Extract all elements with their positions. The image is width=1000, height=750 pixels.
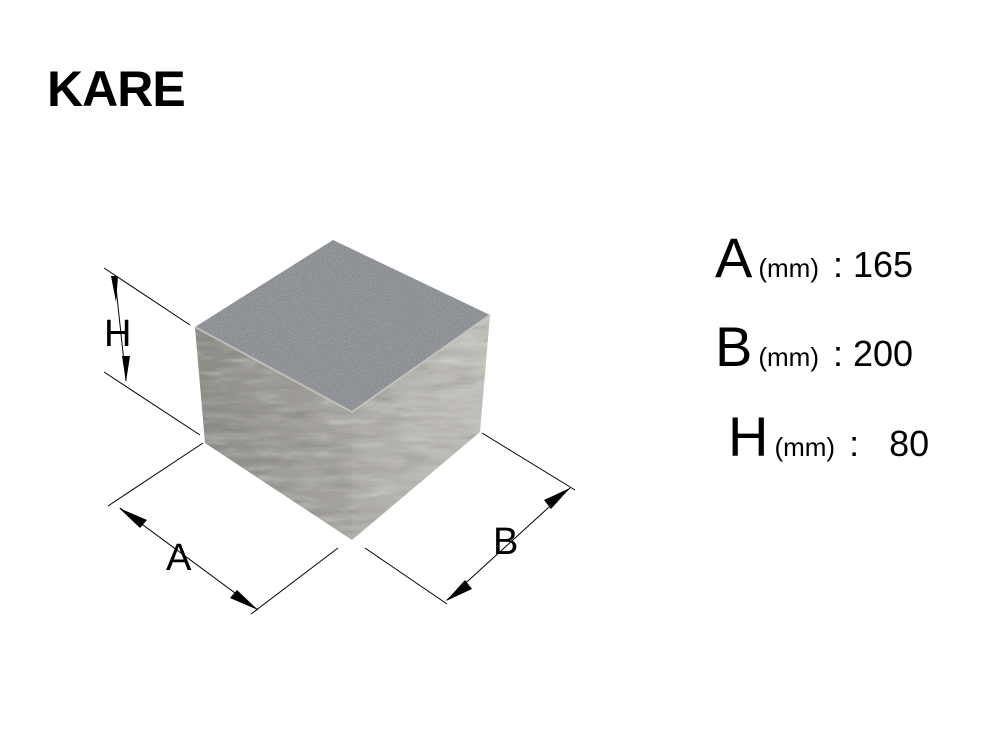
dimension-h-label: H [104,313,131,355]
spec-letter: H [728,405,769,468]
spec-row-a: A(mm):165 [715,230,913,286]
dimension-a-arrow-right [230,590,258,610]
spec-unit: (mm) [774,432,836,462]
spec-colon: : [833,333,844,374]
page-title: KARE [47,61,186,117]
dimension-h-arrow-bottom [122,356,130,382]
spec-value: 200 [853,333,914,374]
spec-letter: A [715,226,753,289]
spec-row-h: H(mm):80 [728,409,929,465]
stone-top-face [195,240,490,412]
dimension-b-arrow-bottom [446,580,472,601]
dimension-a-label: A [166,537,192,579]
spec-unit: (mm) [758,253,819,283]
spec-unit: (mm) [758,342,819,372]
dimension-h-arrow-top [111,276,118,302]
stone-side-face [352,315,490,540]
spec-colon: : [849,423,860,464]
dimension-b-arrow-top [544,488,570,509]
spec-colon: : [833,244,844,285]
dimension-a-arrow-left [119,508,147,528]
spec-value: 80 [889,423,930,464]
spec-value: 165 [853,244,914,285]
dimension-b-label: B [493,521,518,563]
spec-row-b: B(mm):200 [715,319,913,375]
spec-letter: B [715,315,753,378]
stone-front-face [195,327,352,540]
